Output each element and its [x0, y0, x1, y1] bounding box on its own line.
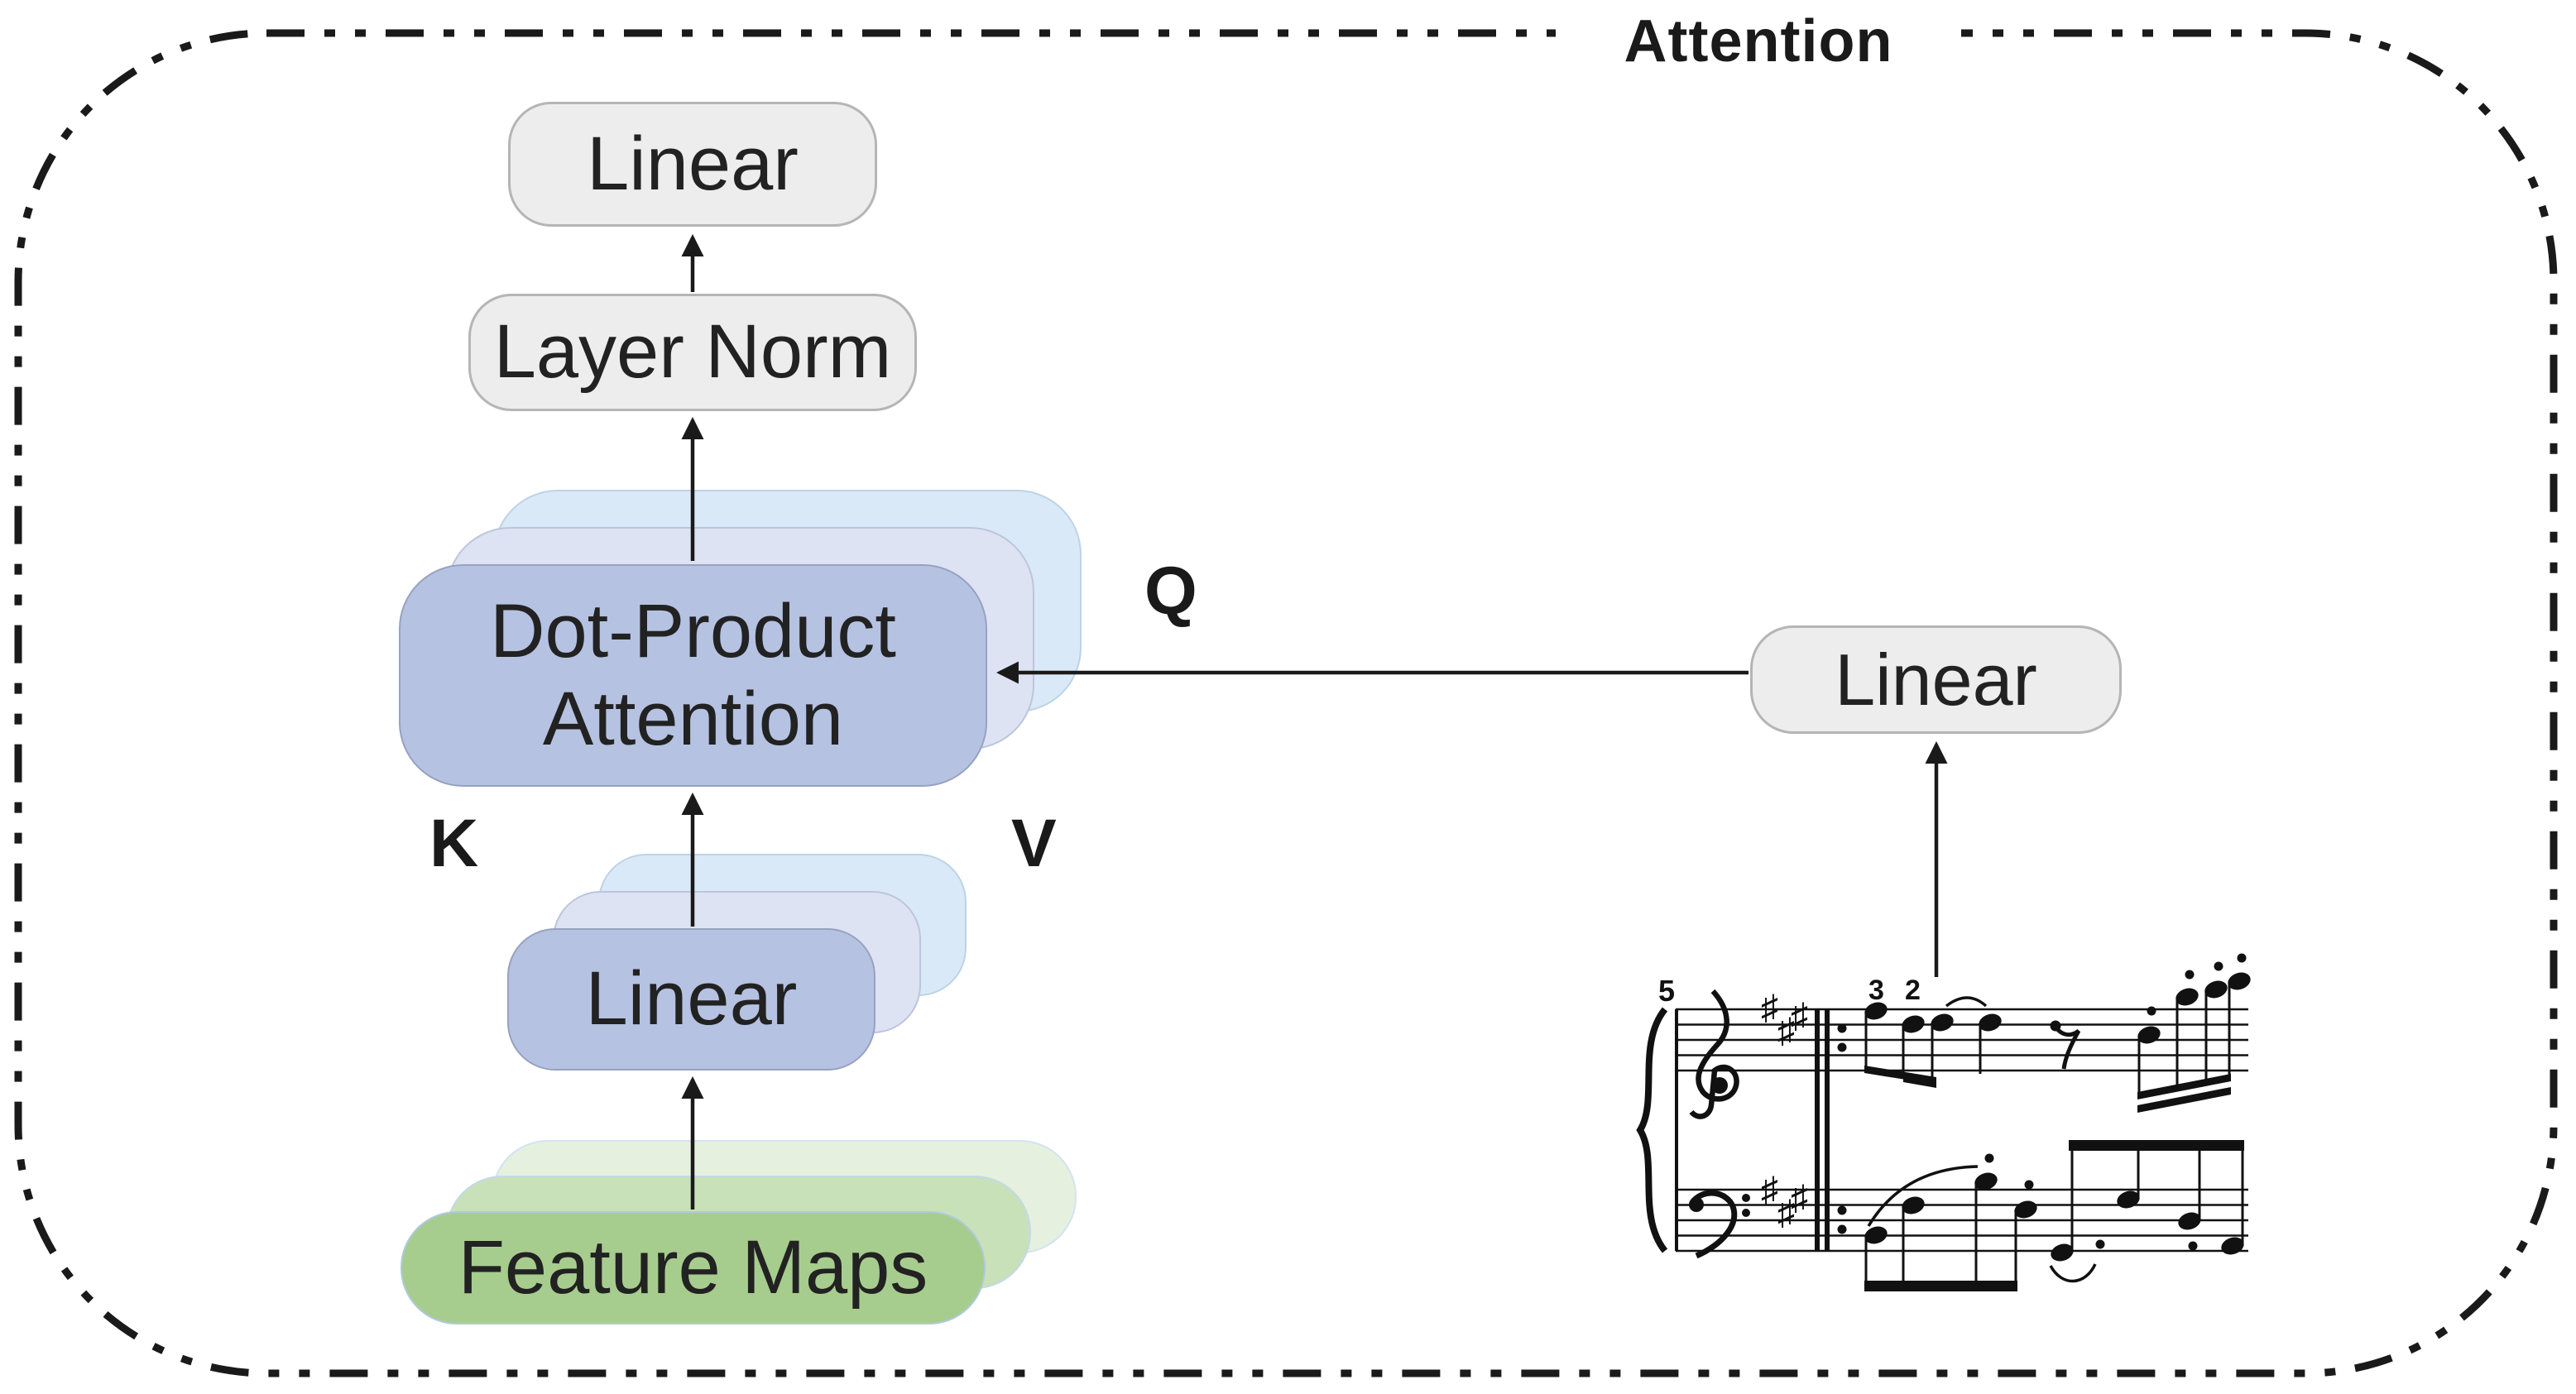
music-score: ♯ ♯ ♯ ♯ ♯ ♯ 5 3 2 [1636, 953, 2251, 1291]
node-dot-product-attention: Dot-Product Attention [399, 564, 987, 787]
repeat-barline [1815, 1009, 1830, 1251]
bass-clef-ball [1689, 1197, 1704, 1212]
node-kv-linear-label: Linear [585, 956, 798, 1042]
slur [1867, 1165, 1979, 1227]
node-kv-linear: Linear [507, 928, 875, 1071]
label-q: Q [1144, 553, 1197, 629]
node-q-linear: Linear [1750, 625, 2122, 734]
node-feature-maps: Feature Maps [401, 1211, 986, 1325]
slur [2049, 1263, 2097, 1283]
sharp-icon: ♯ [1791, 996, 1808, 1035]
node-output-linear: Linear [508, 102, 877, 227]
bass-clef-dot [1742, 1194, 1750, 1202]
eighth-rest-icon [2050, 1020, 2081, 1070]
bass-notes-group-b [2049, 1140, 2244, 1283]
staff-lines [1676, 1008, 2248, 1253]
label-v: V [1011, 806, 1057, 881]
slur [1945, 996, 1988, 1008]
sharp-icon: ♯ [1761, 1170, 1778, 1209]
attention-label-line2: Attention [542, 676, 844, 761]
label-k: K [429, 806, 479, 881]
sharp-icon: ♯ [1791, 1178, 1808, 1217]
node-feature-maps-label: Feature Maps [458, 1224, 928, 1310]
measure-number: 5 [1658, 974, 1675, 1008]
treble-notes-group-a [1864, 996, 2002, 1088]
attention-label-line1: Dot-Product [490, 588, 896, 673]
node-output-linear-label: Linear [587, 121, 799, 206]
sharp-icon: ♯ [1761, 988, 1778, 1027]
diagram-title: Attention [1556, 3, 1961, 79]
fingering-number-2: 2 [1905, 975, 1921, 1006]
node-q-linear-label: Linear [1835, 638, 2037, 721]
bass-clef-dot [1742, 1209, 1750, 1217]
node-layer-norm: Layer Norm [468, 294, 917, 411]
treble-notes-group-b [2137, 953, 2251, 1113]
brace-icon [1636, 1007, 1668, 1253]
bass-notes-group-a [1864, 1153, 2037, 1291]
node-layer-norm-label: Layer Norm [493, 309, 892, 395]
fingering-number-3: 3 [1868, 975, 1884, 1006]
treble-clef-ball [1711, 1077, 1728, 1094]
